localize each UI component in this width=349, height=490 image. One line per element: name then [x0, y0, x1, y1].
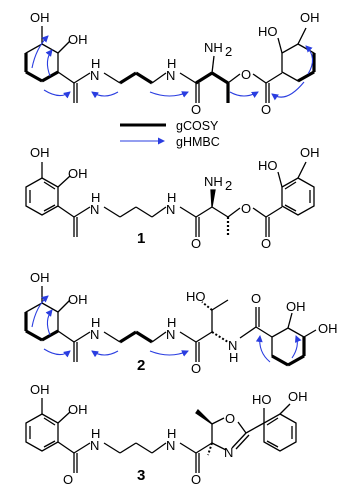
atom-label: OH: [30, 270, 50, 285]
atom-label: O: [191, 472, 201, 487]
structure-compound-2: [24, 286, 317, 367]
atom-label: N: [90, 202, 99, 217]
atom-label: H: [91, 315, 100, 330]
atom-label: OH: [68, 32, 88, 47]
atom-label: H: [167, 56, 176, 71]
ring-right-3: [263, 413, 297, 452]
atom-label: O: [251, 291, 261, 306]
legend-hmbc-label: gHMBC: [176, 135, 220, 149]
legend: gCOSY gHMBC: [120, 119, 220, 149]
compound-number-3: 3: [137, 467, 145, 484]
atom-label: 2: [225, 178, 232, 193]
atom-label: H: [91, 56, 100, 71]
atom-label: H: [167, 190, 176, 205]
atom-label: H: [229, 350, 238, 365]
ring-right-1: [281, 177, 315, 216]
structure-top: [24, 26, 316, 103]
atom-label: O: [261, 236, 271, 251]
atom-label: N: [166, 327, 175, 342]
atom-label: OH: [286, 299, 306, 314]
atom-label: OH: [30, 145, 50, 160]
atom-label: O: [191, 102, 201, 117]
atom-label: N: [90, 327, 99, 342]
hmbc-arrows-top: [31, 35, 314, 101]
atom-label: OH: [300, 10, 320, 25]
atom-label: HO: [252, 392, 272, 407]
atom-label: N: [166, 68, 175, 83]
atom-label: OH: [68, 402, 88, 417]
atom-labels-3: OH OH H N H N O N O O HO OH 3: [30, 382, 308, 487]
atom-label: H: [91, 190, 100, 205]
atom-label: N: [166, 202, 175, 217]
atom-label: O: [63, 472, 73, 487]
ring-left-3: [25, 413, 59, 452]
atom-label: OH: [288, 389, 308, 404]
atom-label: N: [224, 445, 233, 460]
atom-label: H: [91, 426, 100, 441]
atom-label: O: [191, 236, 201, 251]
atom-label: O: [225, 411, 235, 426]
compound-number-2: 2: [137, 357, 145, 374]
atom-label: OH: [68, 166, 88, 181]
atom-labels-top: OH OH H N H N NH 2 O O O HO OH: [30, 10, 320, 117]
atom-label: NH: [204, 40, 223, 55]
atom-labels-2: OH OH H N H N HO O O N H OH OH 2: [30, 270, 338, 376]
atom-label: N: [90, 438, 99, 453]
atom-label: OH: [30, 10, 50, 25]
structure-compound-3: [25, 398, 297, 473]
atom-label: HO: [258, 24, 278, 39]
atom-label: N: [166, 438, 175, 453]
atom-labels-1: OH OH H N H N NH 2 O O O HO OH 1: [30, 145, 320, 251]
atom-label: H: [167, 426, 176, 441]
ring-left-1: [25, 177, 59, 216]
atom-label: OH: [300, 145, 320, 160]
atom-label: HO: [186, 289, 206, 304]
atom-label: O: [191, 361, 201, 376]
atom-label: NH: [204, 174, 223, 189]
legend-cosy-label: gCOSY: [176, 119, 219, 133]
atom-label: O: [241, 201, 251, 216]
atom-label: H: [167, 315, 176, 330]
atom-label: OH: [30, 382, 50, 397]
structure-compound-1: [25, 161, 315, 237]
atom-label: N: [228, 338, 237, 353]
atom-label: OH: [68, 292, 88, 307]
atom-label: 2: [225, 44, 232, 59]
compound-number-1: 1: [137, 230, 145, 247]
atom-label: N: [90, 68, 99, 83]
atom-label: O: [261, 102, 271, 117]
atom-label: HO: [258, 158, 278, 173]
atom-label: OH: [318, 321, 338, 336]
hmbc-arrows-2: [31, 295, 302, 363]
atom-label: O: [241, 67, 251, 82]
